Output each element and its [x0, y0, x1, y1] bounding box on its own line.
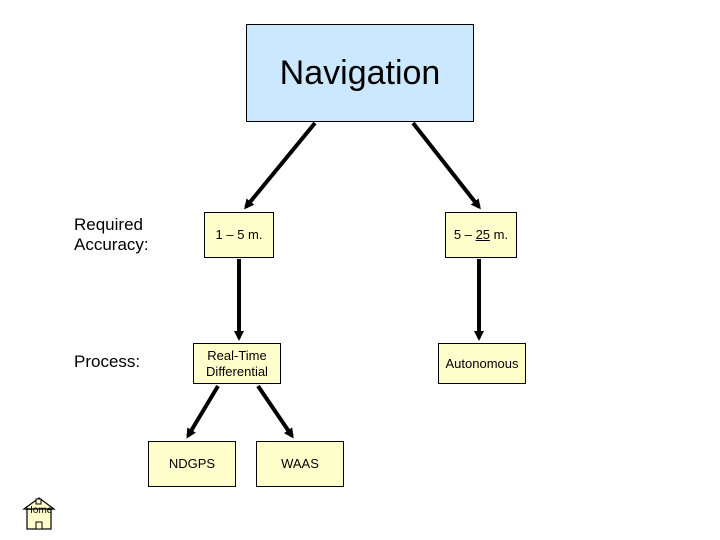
accuracy-left-text: 1 – 5 m.: [215, 227, 263, 243]
diagram-title: Navigation: [279, 53, 441, 92]
accuracy-right-prefix: 5 –: [453, 227, 476, 243]
arrow-process-to-ndgps: [186, 384, 220, 439]
accuracy-right-text: 5 – 25 m.: [454, 227, 508, 243]
accuracy-box-right: 5 – 25 m.: [445, 212, 517, 258]
diagram-title-box: Navigation: [246, 24, 474, 122]
arrow-title-to-left: [244, 121, 317, 210]
process-left-line1: Real-Time: [207, 347, 267, 363]
ndgps-text: NDGPS: [168, 456, 216, 472]
house-icon: [22, 497, 56, 530]
accuracy-box-left: 1 – 5 m.: [204, 212, 274, 258]
home-button[interactable]: Home: [17, 496, 61, 530]
process-label: Process:: [74, 352, 141, 371]
process-right-text: Autonomous: [445, 355, 519, 371]
ndgps-box: NDGPS: [148, 441, 236, 487]
process-box-right: Autonomous: [438, 343, 526, 384]
accuracy-right-underlined: 25: [475, 227, 491, 243]
process-left-line2: Differential: [206, 363, 268, 379]
arrow-title-to-right: [411, 121, 481, 210]
waas-text: WAAS: [281, 456, 319, 472]
required-accuracy-label: Required Accuracy:: [74, 215, 149, 255]
home-label: Home: [25, 505, 53, 516]
arrow-process-to-waas: [256, 384, 294, 439]
accuracy-right-suffix: m.: [490, 227, 509, 243]
waas-box: WAAS: [256, 441, 344, 487]
